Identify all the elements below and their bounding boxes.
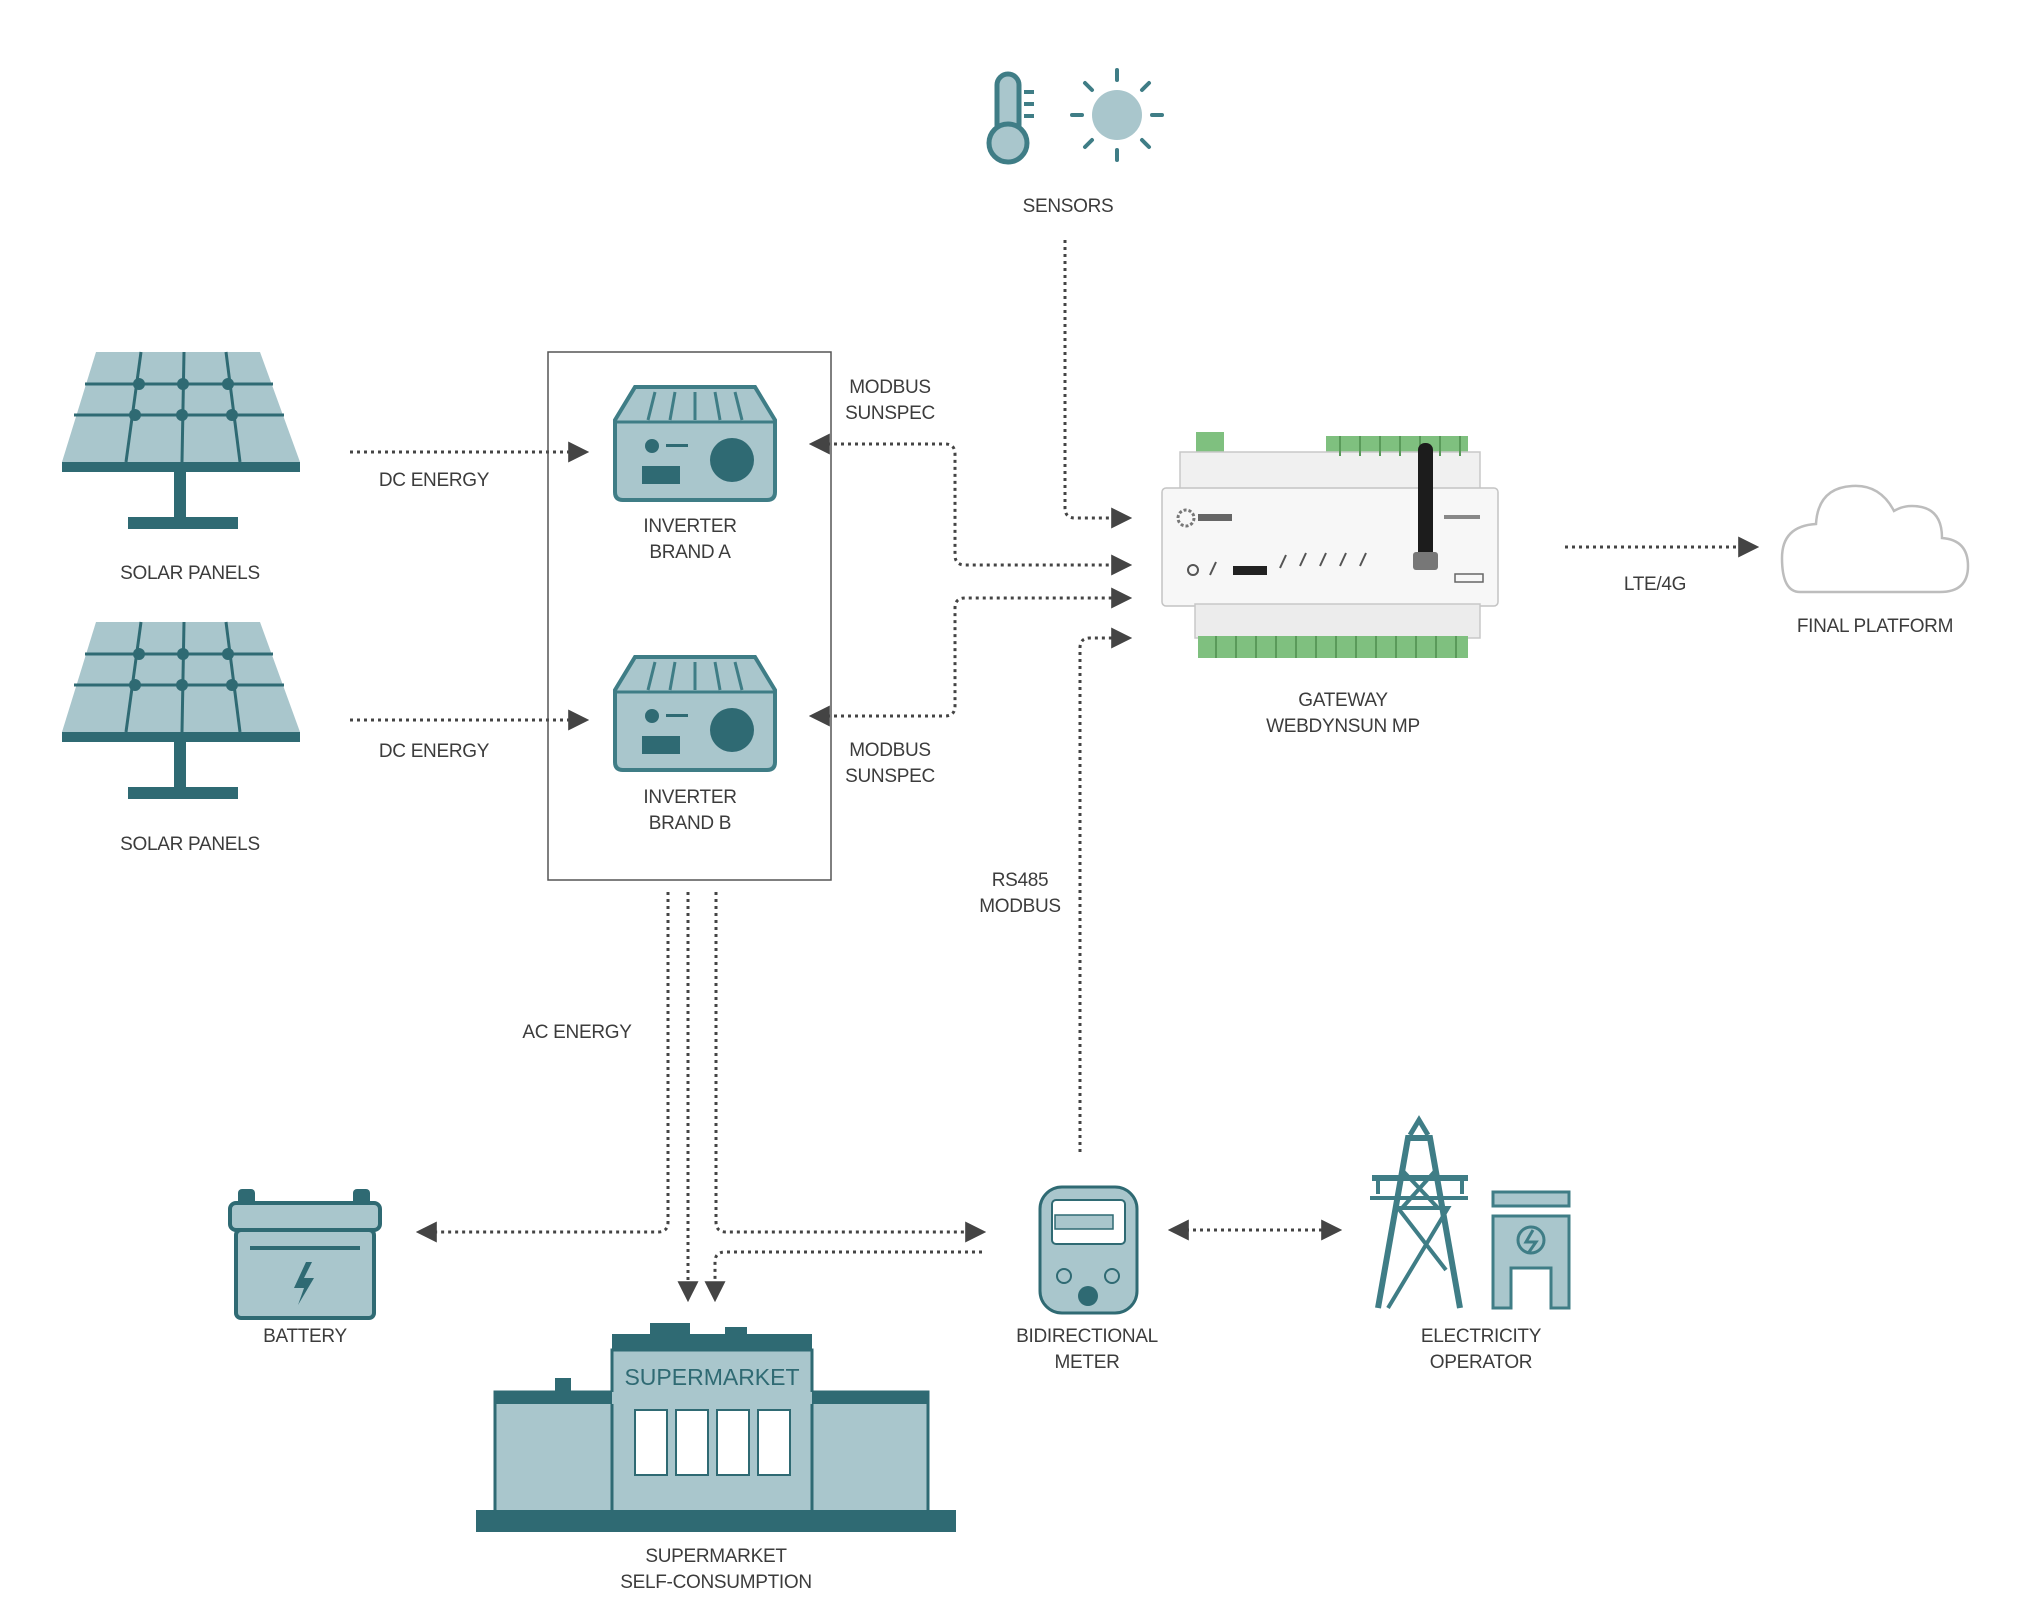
power-tower-icon <box>1370 1115 1571 1310</box>
final-platform-label: FINAL PLATFORM <box>1796 616 1954 637</box>
sensors-connector <box>1063 240 1133 529</box>
modbus-a-connector <box>808 433 1133 576</box>
rs485-label: RS485 MODBUS <box>979 870 1061 917</box>
sensors-label: SENSORS <box>1022 196 1114 217</box>
operator-label: ELECTRICITY OPERATOR <box>1420 1326 1542 1373</box>
modbus-a-label: MODBUS SUNSPEC <box>845 377 935 424</box>
meter-icon <box>1038 1185 1139 1315</box>
meter-label: BIDIRECTIONAL METER <box>1016 1326 1158 1373</box>
dc-energy-a-label: DC ENERGY <box>378 470 490 491</box>
ac-energy-label: AC ENERGY <box>522 1022 632 1043</box>
battery-icon <box>228 1189 382 1320</box>
solar-panel-icon <box>62 351 300 529</box>
gateway-label: GATEWAY WEBDYNSUN MP <box>1266 690 1420 737</box>
supermarket-building-icon: SUPERMARKET <box>476 1323 956 1532</box>
ac-battery-connector <box>415 892 670 1243</box>
inverter-a-label: INVERTER BRAND A <box>643 516 737 563</box>
inverter-icon <box>613 655 777 772</box>
battery-label: BATTERY <box>263 1326 347 1347</box>
rs485-connector <box>1078 627 1133 1152</box>
ac-meter-connector <box>714 892 987 1243</box>
modbus-b-connector <box>808 587 1133 727</box>
gateway-device-icon <box>1161 432 1499 658</box>
lte-label: LTE/4G <box>1623 574 1687 595</box>
meter-supermarket-connector <box>704 1250 982 1303</box>
supermarket-label: SUPERMARKET SELF-CONSUMPTION <box>620 1546 812 1593</box>
sun-icon <box>1070 68 1164 162</box>
solar-panel-icon <box>62 621 300 799</box>
inverter-icon <box>613 385 777 502</box>
solar-panels-b-label: SOLAR PANELS <box>120 834 260 855</box>
inverter-b-label: INVERTER BRAND B <box>643 787 737 834</box>
modbus-b-label: MODBUS SUNSPEC <box>845 740 935 787</box>
inverter-group-box <box>547 351 832 881</box>
cloud-icon <box>1780 484 1970 594</box>
supermarket-sign: SUPERMARKET <box>624 1364 799 1390</box>
thermometer-icon <box>986 71 1034 165</box>
dc-energy-b-label: DC ENERGY <box>378 741 490 762</box>
solar-panels-a-label: SOLAR PANELS <box>120 563 260 584</box>
